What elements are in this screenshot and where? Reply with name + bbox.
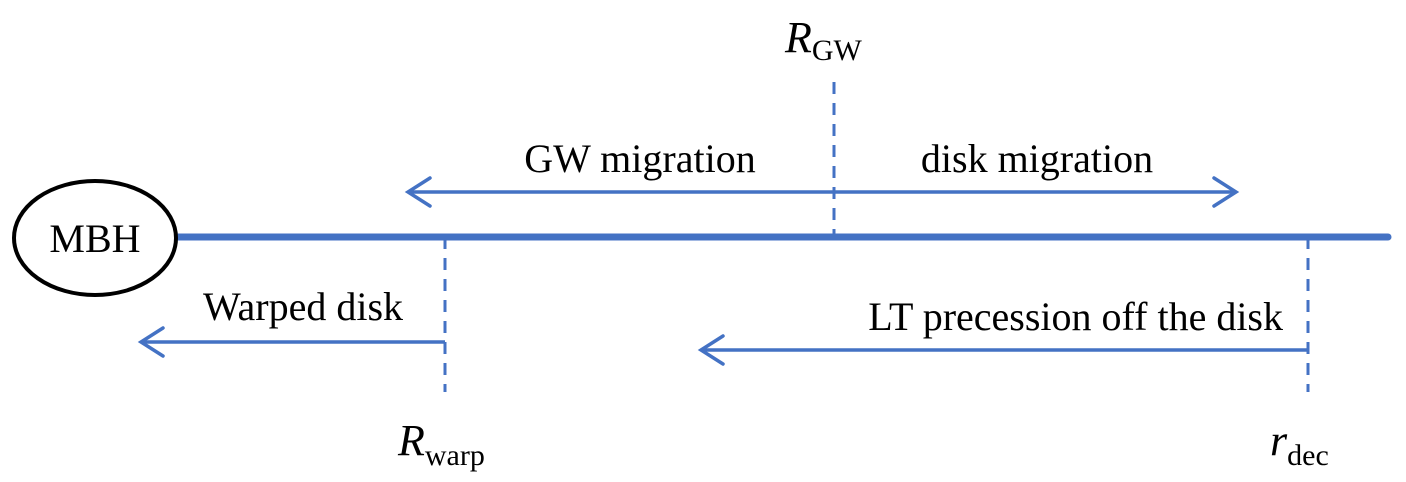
r-gw-marker: RGW [784,13,863,237]
gw-migration-arrow: GW migration [404,136,834,208]
r-warp-marker: Rwarp [397,237,485,472]
gw-migration-label: GW migration [524,136,755,181]
disk-migration-label: disk migration [921,136,1153,181]
r-gw-subscript: GW [812,34,863,67]
warped-disk-arrowhead [137,326,165,358]
r-dec-label: rdec [1270,416,1329,472]
gw-migration-arrowhead [404,176,432,208]
lt-precession-arrowhead [697,334,725,366]
mbh-ellipse [12,179,178,297]
r-dec-symbol: r [1270,416,1288,465]
r-gw-label: RGW [784,13,863,67]
r-warp-subscript: warp [425,439,485,472]
disk-migration-arrow: disk migration [834,136,1240,208]
r-warp-label: Rwarp [397,416,485,472]
lt-precession-label: LT precession off the disk [868,294,1283,339]
r-dec-marker: rdec [1270,237,1329,472]
warped-disk-label: Warped disk [203,284,403,329]
lt-precession-arrow: LT precession off the disk [697,294,1308,366]
r-gw-symbol: R [784,13,812,62]
mbh-label: MBH [49,216,140,261]
r-dec-subscript: dec [1287,439,1329,472]
mbh-node: MBH [12,179,178,297]
r-warp-symbol: R [397,416,425,465]
disk-migration-arrowhead [1212,176,1240,208]
warped-disk-arrow: Warped disk [137,284,445,358]
